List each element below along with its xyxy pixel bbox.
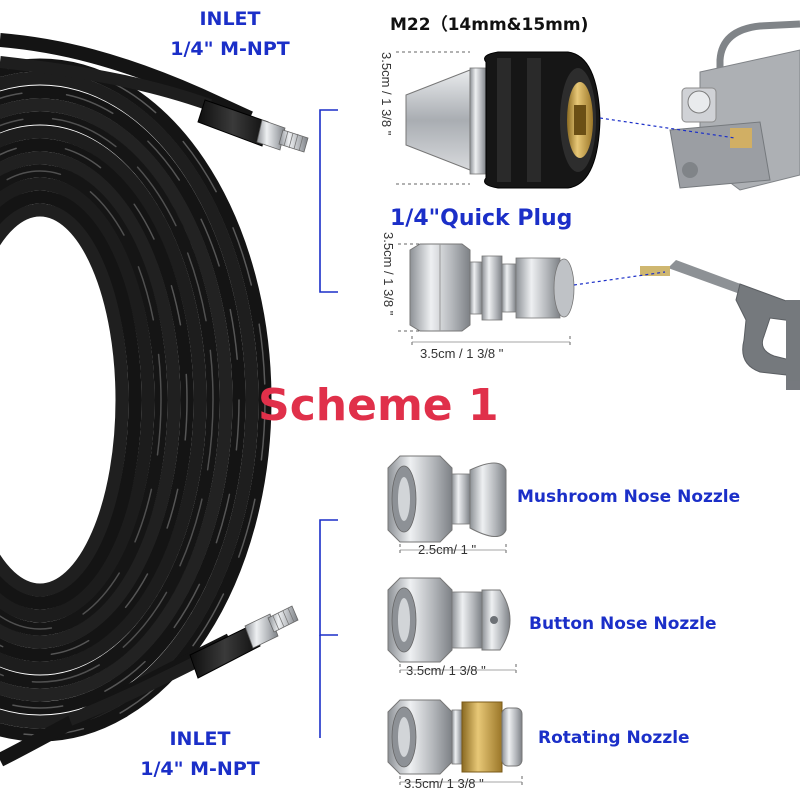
quick-plug — [409, 243, 575, 332]
nozzle-label-mushroom: Mushroom Nose Nozzle — [517, 487, 741, 507]
mushroom-nose-nozzle — [387, 455, 507, 543]
m22-label: M22（14mm&15mm) — [390, 15, 589, 35]
m22-coupler — [405, 51, 601, 189]
scheme-title: Scheme 1 — [258, 380, 499, 431]
quick-plug-label: 1/4"Quick Plug — [390, 206, 573, 231]
inlet-bottom-line2: 1/4" M-NPT — [140, 758, 260, 780]
inlet-top-line1: INLET — [199, 8, 261, 30]
inlet-top-line2: 1/4" M-NPT — [170, 38, 290, 60]
pressure-washer-machine — [669, 20, 800, 191]
nozzle-label-button: Button Nose Nozzle — [529, 614, 717, 634]
top-inlet-fitting — [256, 119, 309, 153]
nozzle-dim-rotating: 3.5cm/ 1 3/8 " — [404, 776, 484, 791]
spray-gun — [640, 260, 800, 390]
m22-height-dim: 3.5cm / 1 3/8 " — [379, 52, 394, 136]
rotating-nozzle — [387, 699, 523, 775]
quick-plug-width-dim: 3.5cm / 1 3/8 " — [420, 346, 504, 361]
nozzle-label-rotating: Rotating Nozzle — [538, 728, 690, 748]
inlet-top-label: INLET 1/4" M-NPT — [150, 4, 310, 64]
nozzle-dim-button: 3.5cm/ 1 3/8 " — [406, 663, 486, 678]
button-nose-nozzle — [387, 577, 511, 663]
nozzle-dim-mushroom: 2.5cm/ 1 " — [418, 542, 477, 557]
bottom-inlet-fitting — [244, 605, 299, 649]
inlet-bottom-label: INLET 1/4" M-NPT — [120, 724, 280, 784]
quick-plug-height-dim: 3.5cm / 1 3/8 " — [381, 232, 396, 316]
inlet-bottom-line1: INLET — [169, 728, 231, 750]
